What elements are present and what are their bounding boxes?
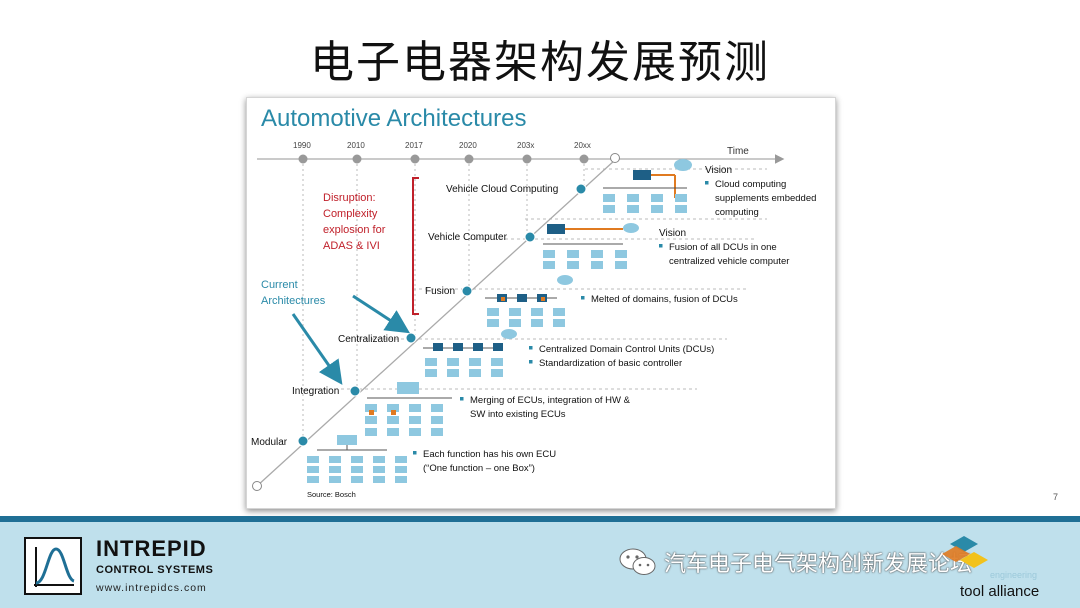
current-line-2: Architectures (261, 295, 326, 307)
source-note: Source: Bosch (307, 490, 356, 499)
company-subtitle: CONTROL SYSTEMS (96, 564, 214, 576)
vehicle-computer-desc-1: Fusion of all DCUs in one (669, 242, 777, 253)
centralization-desc-1: Centralized Domain Control Units (DCUs) (539, 344, 714, 355)
modular-desc-2: (“One function – one Box”) (423, 463, 535, 474)
ecu-modular-diagram (307, 435, 407, 483)
year-2017: 2017 (405, 141, 423, 150)
ecu-fusion-diagram (485, 275, 573, 327)
intrepid-logo-icon (24, 537, 82, 595)
current-arrow-integration (291, 313, 343, 385)
ecu-vehicle-computer-diagram (543, 223, 639, 269)
stage-fusion: Fusion (425, 286, 455, 297)
wechat-watermark: 汽车电子电气架构创新发展论坛 (664, 552, 973, 577)
bullet-icon (413, 451, 417, 455)
year-203x: 203x (517, 141, 534, 150)
bullet-icon (460, 397, 464, 401)
wechat-icon (618, 545, 658, 583)
disruption-line-1: Disruption: (323, 192, 376, 204)
integration-desc-2: SW into existing ECUs (470, 409, 566, 420)
bullet-icon (705, 181, 709, 185)
figure-heading: Automotive Architectures (261, 105, 526, 132)
cloud-computing-desc-2: supplements embedded (715, 193, 816, 204)
partner-small-text: engineering (990, 570, 1038, 580)
ecu-centralization-diagram (423, 329, 517, 377)
stage-vehicle-computer: Vehicle Computer (428, 232, 508, 243)
stage-vehicle-cloud: Vehicle Cloud Computing (446, 184, 558, 195)
ecu-integration-diagram (365, 382, 452, 436)
architecture-figure: Automotive Architectures Time 1990 2010 … (246, 97, 836, 509)
disruption-line-2: Complexity (323, 208, 378, 220)
page-number: 7 (1052, 492, 1058, 502)
year-1990: 1990 (293, 141, 311, 150)
time-label: Time (727, 146, 749, 157)
cloud-computing-desc-1: Cloud computing (715, 179, 786, 190)
disruption-bracket (412, 177, 419, 315)
evolution-diagonal (256, 159, 616, 487)
centralization-desc-2: Standardization of basic controller (539, 358, 682, 369)
cloud-icon (501, 329, 517, 339)
stage-centralization: Centralization (338, 334, 399, 345)
fusion-desc-1: Melted of domains, fusion of DCUs (591, 294, 738, 305)
cloud-icon (674, 159, 692, 171)
company-name: INTREPID (96, 536, 207, 561)
bullet-icon (529, 360, 533, 364)
stage-dots (297, 183, 587, 447)
architecture-diagram: Automotive Architectures Time 1990 2010 … (251, 105, 816, 499)
partner-name: tool alliance (960, 583, 1040, 600)
integration-desc-1: Merging of ECUs, integration of HW & (470, 395, 631, 406)
stage-integration: Integration (292, 386, 339, 397)
disruption-line-3: explosion for (323, 224, 386, 236)
modular-desc-1: Each function has his own ECU (423, 449, 556, 460)
current-line-1: Current (261, 279, 298, 291)
stage-modular: Modular (251, 437, 288, 448)
disruption-line-4: ADAS & IVI (323, 240, 380, 252)
end-dot (610, 153, 620, 163)
year-2020: 2020 (459, 141, 477, 150)
bullet-icon (659, 244, 663, 248)
company-url: www.intrepidcs.com (96, 582, 207, 594)
year-ticks: 1990 2010 2017 2020 203x 20xx (293, 141, 591, 164)
year-2010: 2010 (347, 141, 365, 150)
tool-alliance-logo-icon (940, 534, 990, 586)
footer-band (0, 516, 1080, 608)
vehicle-computer-vision: Vision (659, 228, 686, 239)
current-arrow-centralization (352, 294, 411, 334)
year-20xx: 20xx (574, 141, 591, 150)
bullet-icon (581, 296, 585, 300)
slide-title: 电子电器架构发展预测 (310, 37, 770, 88)
cloud-icon (557, 275, 573, 285)
bullet-icon (529, 346, 533, 350)
vehicle-computer-desc-2: centralized vehicle computer (669, 256, 789, 267)
cloud-icon (623, 223, 639, 233)
origin-dot (252, 481, 262, 491)
cloud-computing-vision: Vision (705, 165, 732, 176)
cloud-computing-desc-3: computing (715, 207, 759, 218)
ecu-cloud-computing-diagram (603, 159, 692, 213)
